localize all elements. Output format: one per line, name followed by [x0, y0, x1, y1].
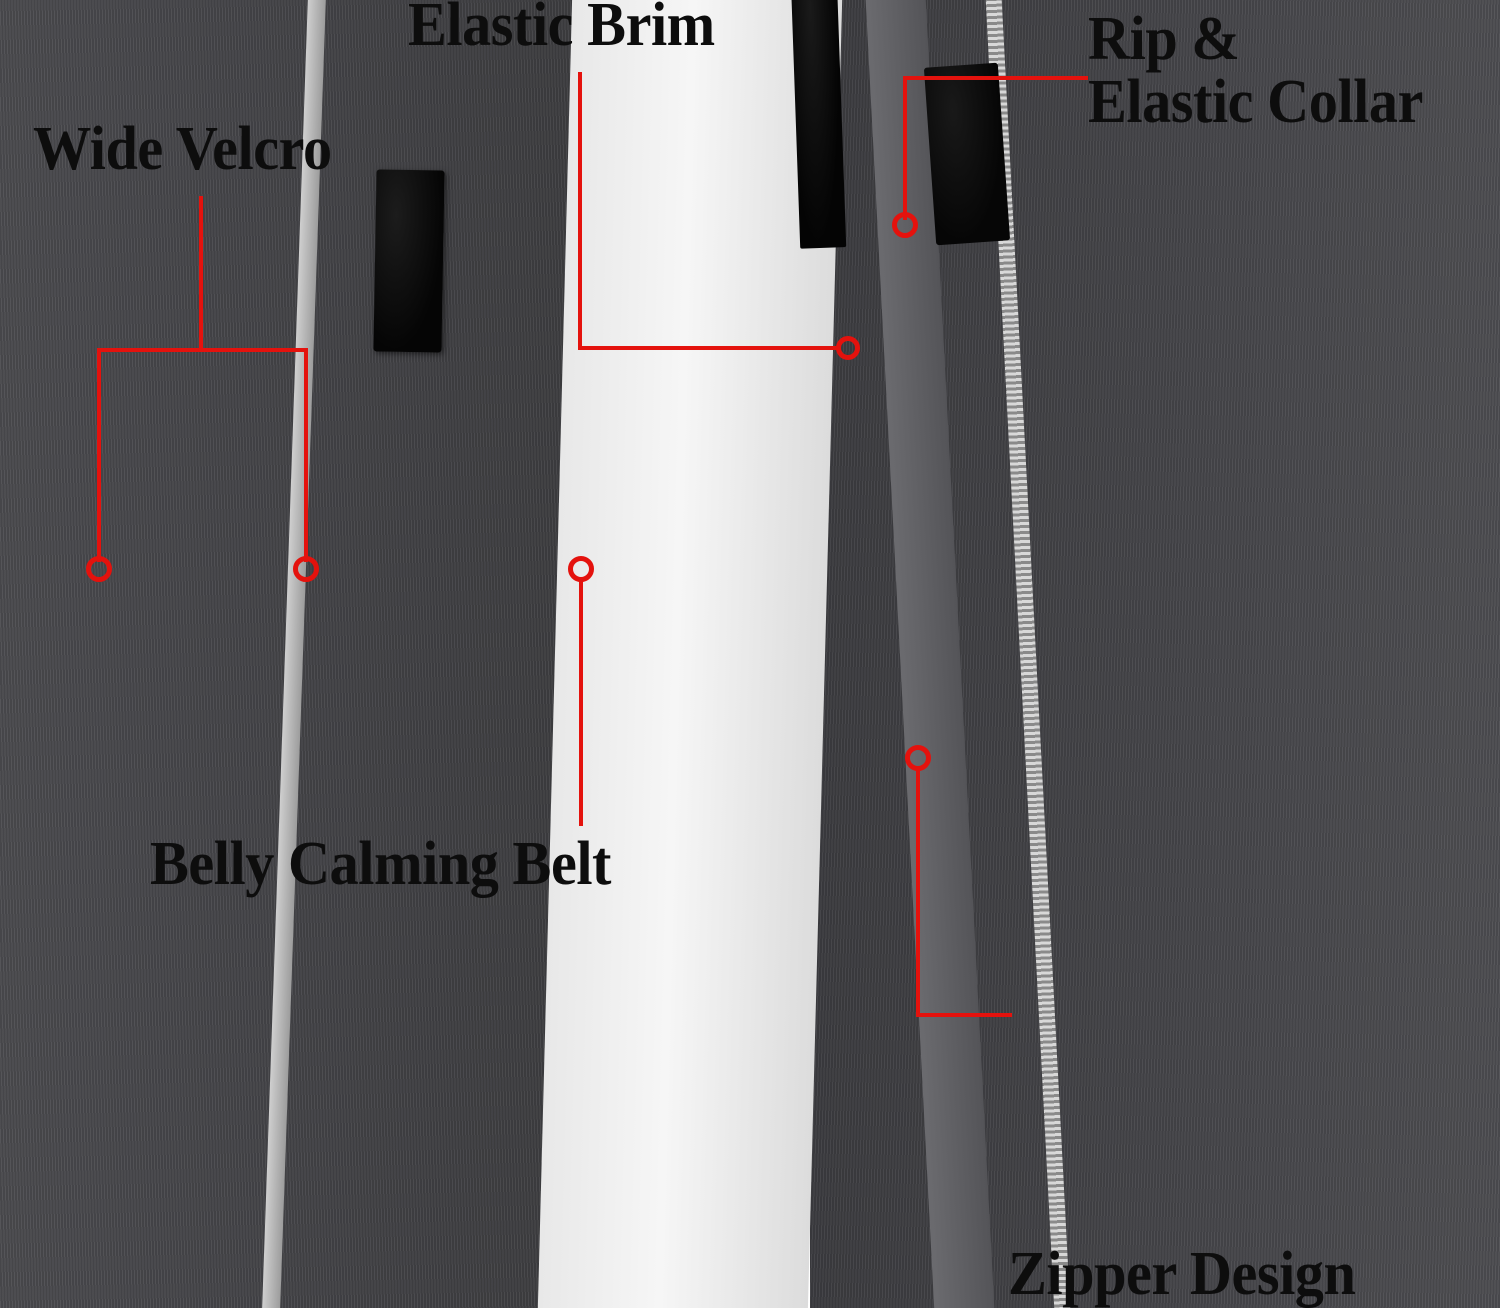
marker-wide-velcro-2: [293, 556, 319, 582]
marker-elastic-brim: [836, 336, 860, 360]
callout-label-wide-velcro: Wide Velcro: [33, 115, 332, 183]
leader-collar-stem: [903, 76, 907, 220]
leader-belly-calming-belt-stem: [579, 580, 583, 826]
leader-wide-velcro-branch-1: [97, 348, 101, 562]
leader-wide-velcro-stem: [199, 196, 203, 350]
zipper-detail-fabric-left: [0, 0, 690, 1308]
marker-zipper-design: [905, 745, 931, 771]
marker-rip-elastic-collar: [892, 212, 918, 238]
leader-wide-velcro-bridge: [97, 348, 308, 352]
leader-zipper-stem: [916, 769, 920, 1017]
leader-zipper-arm: [916, 1013, 1012, 1017]
marker-belly-calming-belt: [568, 556, 594, 582]
leader-collar-arm: [903, 76, 1088, 80]
zipper-detail-velcro-tab-1: [373, 169, 445, 353]
leader-wide-velcro-branch-2: [304, 348, 308, 562]
callout-label-rip-elastic-collar: Rip & Elastic Collar: [1088, 5, 1423, 137]
leader-elastic-brim-arm: [578, 346, 840, 350]
leader-elastic-brim-stem: [578, 72, 582, 350]
callout-label-zipper-design: Zipper Design: [1008, 1240, 1356, 1308]
marker-wide-velcro-1: [86, 556, 112, 582]
callout-label-belly-calming-belt: Belly Calming Belt: [150, 830, 611, 898]
callout-label-elastic-brim: Elastic Brim: [408, 0, 715, 59]
